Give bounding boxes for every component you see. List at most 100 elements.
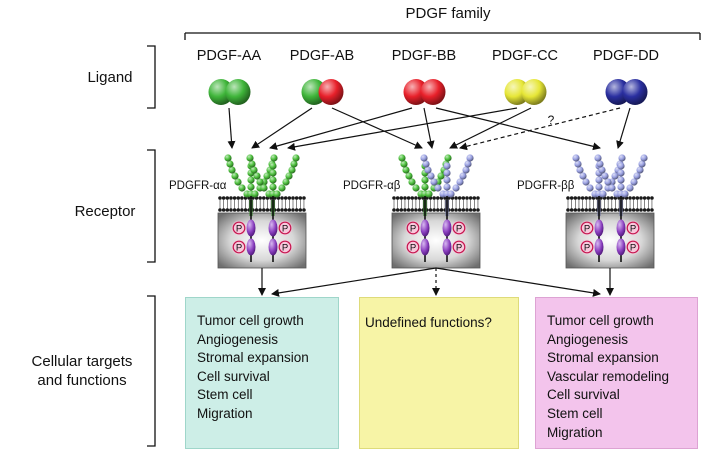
function-item: Migration (547, 424, 603, 440)
binding-arrow-ab-to-aa (251, 107, 313, 149)
svg-text:P: P (410, 243, 416, 254)
svg-text:P: P (630, 243, 636, 254)
receptor-bb-cytoplasm (565, 212, 655, 269)
undefined-functions-text: Undefined functions? (365, 315, 492, 330)
kinase-domain-upper (594, 219, 604, 237)
receptor-ab-alpha-domain-bead (421, 183, 429, 191)
function-item: Stromal expansion (547, 350, 659, 366)
receptor-bb-beta-domain-bead (640, 154, 648, 162)
receptor-bb-beta-domain-bead (617, 176, 625, 184)
kinase-domain-lower (594, 238, 604, 256)
function-item: Vascular remodeling (547, 368, 670, 384)
receptor-ab-alpha-domain-bead (421, 176, 429, 184)
svg-text:P: P (282, 224, 288, 235)
kinase-domain-lower (246, 238, 256, 256)
receptor-ab-beta-domain-bead (443, 183, 451, 191)
receptor-bb-beta-domain-bead (617, 183, 625, 191)
receptor-ab-alpha-domain-bead (412, 184, 420, 192)
receptor-ab-alpha-domain-bead (437, 172, 445, 180)
receptor-ab-alpha-domain-bead (408, 178, 416, 186)
function-item: Migration (197, 405, 253, 421)
receptor-bb-beta-domain-bead (636, 166, 644, 174)
receptor-ab-beta-domain-bead (466, 154, 474, 162)
receptor-aa-alpha-chain (246, 154, 300, 262)
receptor-ab-beta-domain-bead (434, 184, 442, 192)
receptor-bb-beta-domain-bead (576, 166, 584, 174)
function-item: Tumor cell growth (547, 313, 654, 328)
svg-text:P: P (282, 243, 288, 254)
ligand-dd-label: PDGF-DD (593, 48, 659, 64)
receptor-bb-beta-domain-bead (595, 176, 603, 184)
receptor-aa-alpha-domain-bead (269, 169, 277, 177)
ligand-cc-label: PDGF-CC (492, 48, 558, 64)
targets-row-label-line2: and functions (37, 372, 126, 389)
receptor-bb-beta-domain-bead (617, 169, 625, 177)
receptor-bb-beta-domain-bead (604, 178, 612, 186)
svg-text:P: P (236, 224, 242, 235)
svg-text:P: P (236, 243, 242, 254)
receptor-bb-beta-domain-bead (626, 184, 634, 192)
kinase-domain-upper (268, 219, 278, 237)
receptor-aa-alpha-domain-bead (260, 184, 268, 192)
svg-text:P: P (584, 224, 590, 235)
binding-arrow-bb-to-ab (423, 107, 435, 149)
phospho-marker: P (625, 239, 641, 255)
receptor-ab-beta-domain-bead (456, 178, 464, 186)
phospho-marker: P (451, 220, 467, 236)
binding-arrow-bb-to-aa (269, 107, 413, 150)
receptor-bb-beta-domain-bead (598, 166, 606, 174)
receptor-ab-alpha-domain-bead (398, 154, 406, 162)
receptor-aa-alpha-domain-bead (273, 190, 281, 198)
receptor-aa-alpha-domain-bead (290, 160, 298, 168)
receptor-aa-alpha-domain-bead (253, 172, 261, 180)
kinase-domain-upper (442, 219, 452, 237)
receptor-ab-alpha-domain-bead (402, 166, 410, 174)
receptor-aa-alpha-domain-bead (247, 183, 255, 191)
receptor-ab-alpha-domain-bead (444, 154, 452, 162)
ligand-aa-subunit-2 (225, 79, 251, 105)
receptor-aa-alpha-domain-bead (256, 178, 264, 186)
ligand-ab-subunit-2 (318, 79, 344, 105)
receptor-ab-membrane (392, 196, 480, 212)
binding-arrow-cc-to-aa (287, 107, 518, 151)
receptor-bb-beta-domain-bead (630, 178, 638, 186)
receptor-aa-alpha-domain-bead (251, 190, 259, 198)
targets-row-bracket (147, 295, 156, 447)
arrow-ab-to-right-box (435, 267, 601, 297)
kinase-domain-upper (616, 219, 626, 237)
receptor-bb-beta-domain-bead (594, 154, 602, 162)
kinase-domain-lower (268, 238, 278, 256)
receptor-aa-alpha-domain-bead (247, 176, 255, 184)
function-item: Stem cell (197, 387, 253, 403)
receptor-bb-beta-chain (594, 154, 648, 262)
middle-functions-box: Undefined functions? (359, 297, 519, 449)
receptor-bb-beta-domain-bead (618, 154, 626, 162)
receptor-ab-beta-domain-bead (424, 166, 432, 174)
phospho-marker: P (451, 239, 467, 255)
binding-arrow-bb-to-bb (435, 107, 601, 151)
ligand-ab: PDGF-AB (290, 48, 354, 105)
receptor-bb-label: PDGFR-ββ (517, 180, 575, 192)
arrow-ab-to-left-box (271, 267, 437, 297)
receptor-aa-alpha-chain (224, 154, 278, 262)
ligand-bb-label: PDGF-BB (392, 48, 456, 64)
receptor-aa-alpha-domain-bead (226, 160, 234, 168)
binding-arrow-ab-to-ab (331, 107, 423, 149)
receptor-bb-beta-domain-bead (638, 160, 646, 168)
function-item: Tumor cell growth (197, 313, 304, 328)
receptor-bb-beta-domain-bead (611, 172, 619, 180)
receptor-aa-alpha-domain-bead (248, 160, 256, 168)
kinase-domain-upper (420, 219, 430, 237)
receptor-ab-beta-domain-bead (443, 169, 451, 177)
phospho-marker: P (625, 220, 641, 236)
receptor-aa-alpha-domain-bead (238, 184, 246, 192)
receptor-aa-alpha-domain-bead (228, 166, 236, 174)
